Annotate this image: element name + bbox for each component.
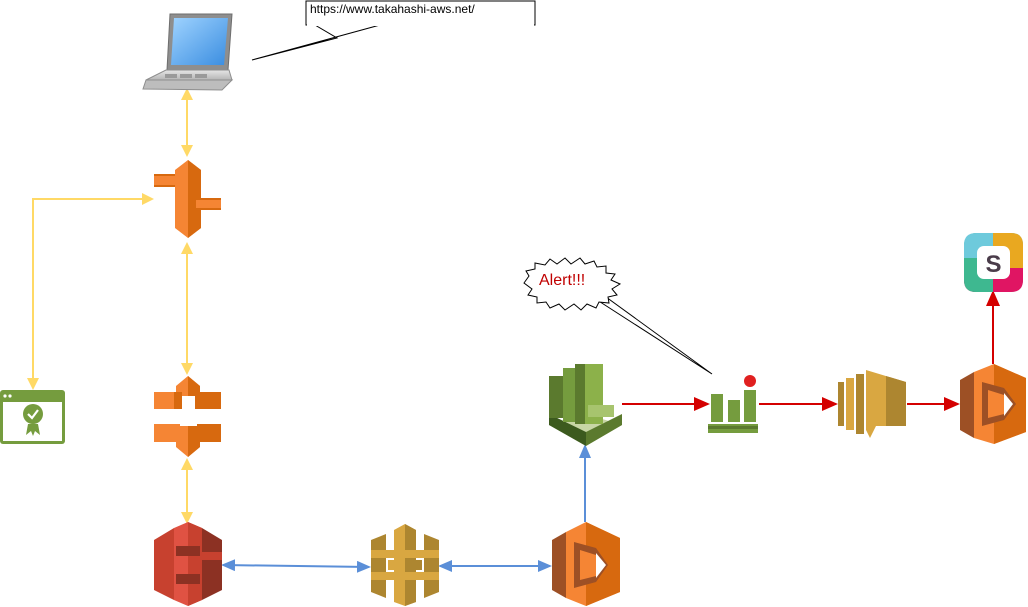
aws-lambda-icon xyxy=(960,364,1026,444)
s3-apigateway-connector xyxy=(221,559,371,573)
alert-callout-text: Alert!!! xyxy=(539,272,585,289)
aws-sns-icon xyxy=(838,370,906,438)
aws-api-gateway-icon xyxy=(371,524,439,606)
alert-callout: Alert!!! xyxy=(523,257,713,375)
svg-text:S: S xyxy=(985,251,1001,278)
aws-lambda-icon xyxy=(552,522,620,606)
aws-cloudwatch-alarm-icon xyxy=(708,375,758,433)
alert-bubble xyxy=(523,257,622,311)
aws-s3-icon xyxy=(154,522,222,606)
slack-icon: S xyxy=(964,233,1023,292)
laptop-icon xyxy=(142,13,234,91)
certificate-cloudfront-connector xyxy=(27,193,154,390)
aws-cloudfront-icon xyxy=(154,160,221,238)
aws-s3-storage-icon xyxy=(154,376,221,457)
aws-cloudwatch-icon xyxy=(549,364,622,446)
url-callout-text: https://www.takahashi-aws.net/ xyxy=(310,2,475,16)
aws-certificate-manager-icon xyxy=(0,390,65,444)
url-callout: https://www.takahashi-aws.net/ xyxy=(251,0,536,61)
connectors xyxy=(27,88,1000,573)
